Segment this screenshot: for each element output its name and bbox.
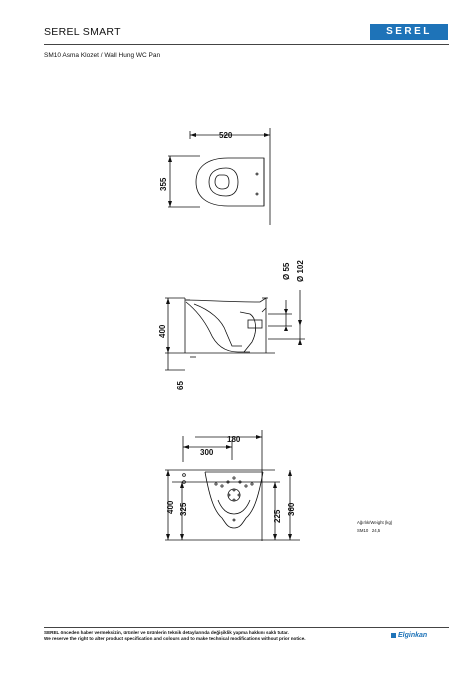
dim-front-400: 400 [166, 500, 175, 514]
dim-side-d55: Ø 55 [282, 262, 291, 280]
dim-side-height: 400 [158, 324, 167, 338]
header-divider [44, 44, 449, 45]
dimension-arrows [166, 133, 302, 540]
dim-front-180: 180 [227, 435, 241, 444]
weight-table: Ağırlık/Weight (kg) SM10 24,5 [357, 519, 392, 535]
weight-row: SM10 24,5 [357, 527, 392, 535]
dim-side-d102: Ø 102 [296, 260, 305, 282]
product-subtitle: SM10 Asma Klozet / Wall Hung WC Pan [44, 52, 161, 59]
front-view [165, 430, 300, 541]
dim-front-300: 300 [200, 448, 214, 457]
footer-notice-tr: SEREL önceden haber vermeksizin, ürünler… [44, 630, 289, 635]
elginkan-logo: Elginkan [398, 632, 428, 639]
serel-logo: SEREL [370, 24, 448, 40]
side-view [165, 290, 305, 371]
footer-notice-en: We reserve the right to alter product sp… [44, 636, 306, 641]
elginkan-logo-icon [391, 633, 396, 638]
dim-front-360: 360 [287, 502, 296, 516]
weight-model: SM10 [357, 528, 369, 533]
dim-top-width: 520 [219, 131, 233, 140]
dim-side-floor: 65 [176, 381, 185, 390]
dim-top-depth: 355 [159, 177, 168, 191]
weight-label: Ağırlık/Weight (kg) [357, 520, 393, 525]
dim-front-325: 325 [179, 502, 188, 516]
page-title: SEREL SMART [44, 26, 121, 38]
dim-front-225: 225 [273, 509, 282, 523]
top-view [168, 128, 271, 225]
footer-divider [44, 627, 449, 628]
weight-value: 24,5 [371, 528, 381, 533]
